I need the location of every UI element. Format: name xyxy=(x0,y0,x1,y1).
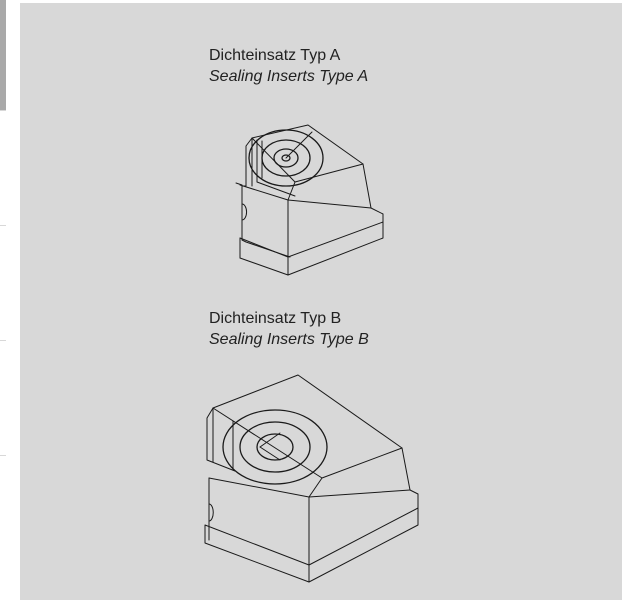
caption-type-b-german: Dichteinsatz Typ B xyxy=(209,310,342,327)
caption-type-a-english: Sealing Inserts Type A xyxy=(209,68,369,85)
insert-a-body xyxy=(236,125,383,275)
figure-panel xyxy=(20,3,622,600)
insert-b-body xyxy=(205,375,418,582)
caption-type-a-german: Dichteinsatz Typ A xyxy=(209,47,341,64)
edge-segment xyxy=(0,0,6,111)
caption-type-b: Dichteinsatz Typ B Sealing Inserts Type … xyxy=(209,308,369,350)
insert-b-seal-rings xyxy=(223,410,327,484)
left-edge-strip xyxy=(0,0,6,600)
caption-type-b-english: Sealing Inserts Type B xyxy=(209,331,369,348)
edge-segment xyxy=(0,340,6,456)
insert-a-seal-rings xyxy=(249,130,323,186)
edge-segment xyxy=(0,110,6,226)
edge-segment xyxy=(0,225,6,341)
caption-type-a: Dichteinsatz Typ A Sealing Inserts Type … xyxy=(209,45,368,87)
